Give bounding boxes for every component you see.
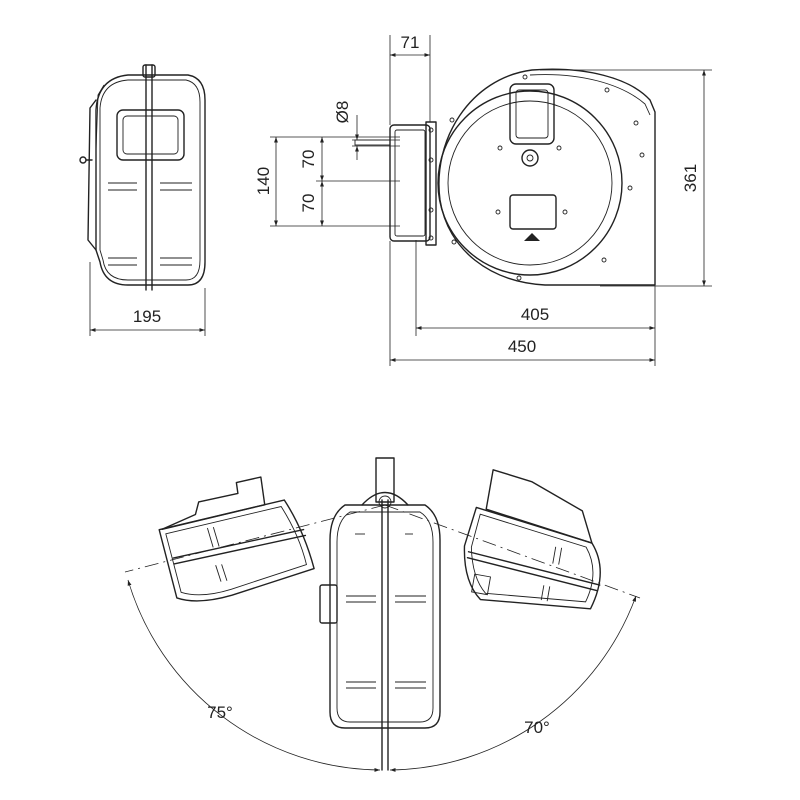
dim-spacing-70-bottom: 70 [299, 194, 318, 213]
dim-hole-diameter: Ø8 [333, 101, 352, 124]
angle-left-75: 75° [207, 703, 233, 722]
side-view: 195 [79, 64, 206, 336]
dim-spacing-70-top: 70 [299, 150, 318, 169]
angle-right-70: 70° [524, 718, 550, 737]
dim-overall-width-450: 450 [508, 337, 536, 356]
dim-offset-71: 71 [401, 33, 420, 52]
dim-width-195: 195 [133, 307, 161, 326]
swivel-view: 75° 70° [124, 457, 641, 772]
dim-body-width-405: 405 [521, 305, 549, 324]
dim-height-361: 361 [681, 164, 700, 192]
front-view: 71 Ø8 70 70 140 361 405 450 [254, 33, 712, 366]
dim-spacing-140: 140 [254, 167, 273, 195]
